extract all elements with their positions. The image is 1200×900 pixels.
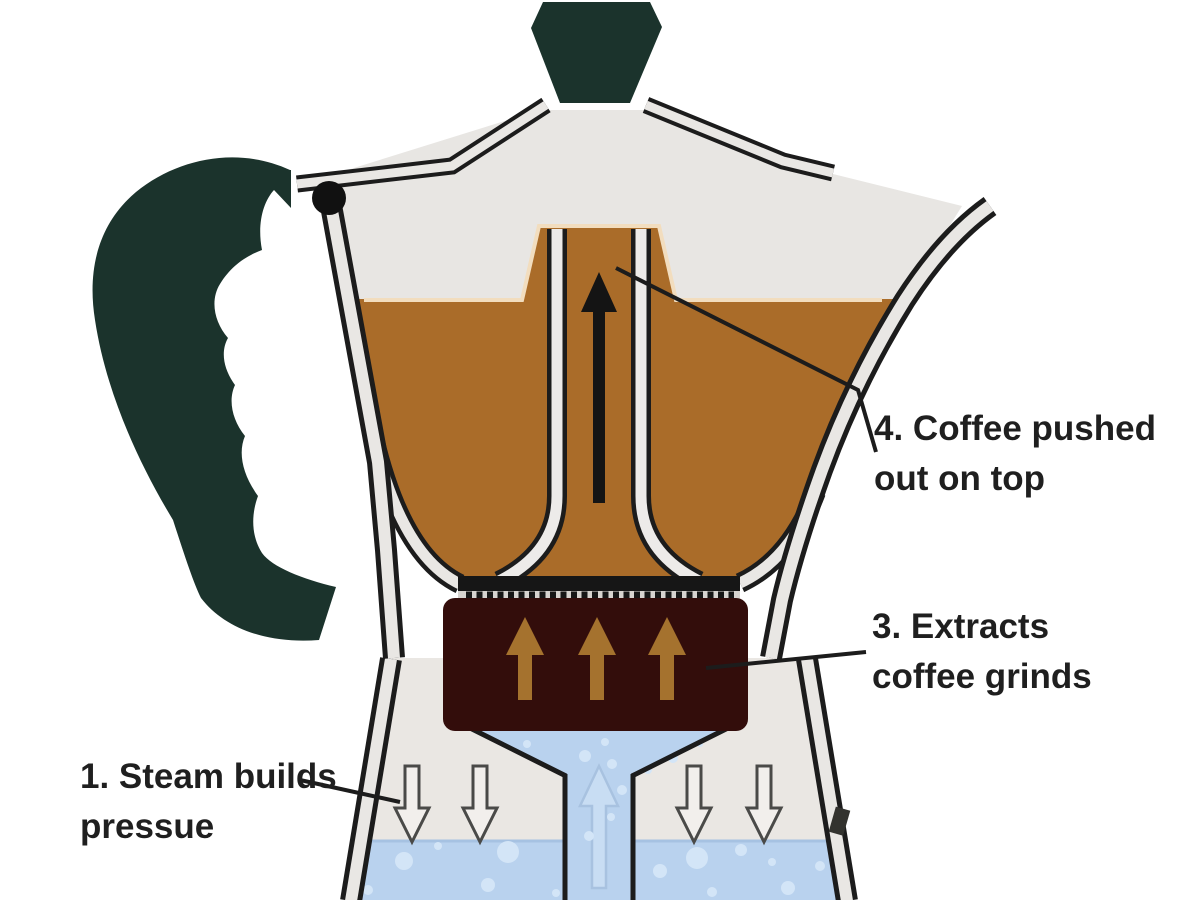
steam-down-arrow-icon xyxy=(460,764,500,846)
steam-down-arrow-icon xyxy=(744,764,784,846)
spout-column-channels xyxy=(494,229,704,590)
leader-step4 xyxy=(615,266,878,453)
label-step1: 1. Steam builds pressue xyxy=(80,752,337,852)
steam-pressure-down-arrows xyxy=(392,764,784,846)
boiler-walls xyxy=(340,657,858,900)
lid-knob xyxy=(531,2,662,103)
handle xyxy=(92,157,336,641)
extraction-up-arrow-icon xyxy=(648,617,686,700)
label-step3-line1: 3. Extracts xyxy=(872,607,1050,646)
label-step3-line2: coffee grinds xyxy=(872,657,1092,696)
lid xyxy=(296,97,835,193)
label-step3: 3. Extracts coffee grinds xyxy=(872,602,1092,702)
steam-down-arrow-icon xyxy=(674,764,714,846)
leader-lines xyxy=(299,266,878,804)
filter-plate xyxy=(458,576,740,591)
label-step4-line1: 4. Coffee pushed xyxy=(874,409,1156,448)
steam-down-arrow-icon xyxy=(392,764,432,846)
water-up-arrow-icon xyxy=(578,763,620,890)
extraction-up-arrow-icon xyxy=(506,617,544,700)
label-step1-line2: pressue xyxy=(80,807,215,846)
label-step1-line1: 1. Steam builds xyxy=(80,757,337,796)
safety-valve xyxy=(828,806,851,836)
extraction-up-arrow-icon xyxy=(578,617,616,700)
lid-hinge-pin xyxy=(312,181,346,215)
extraction-up-arrows xyxy=(506,617,686,700)
label-step4-line2: out on top xyxy=(874,459,1046,498)
leader-step1 xyxy=(299,778,401,804)
label-step4: 4. Coffee pushed out on top xyxy=(874,404,1156,504)
crema-line xyxy=(364,224,882,302)
funnel-outline xyxy=(466,724,732,900)
coffee-up-arrow-icon xyxy=(581,272,617,503)
funnel-bubbles xyxy=(523,738,703,841)
leader-step3 xyxy=(705,650,867,670)
filter-plate-gap xyxy=(458,591,740,599)
